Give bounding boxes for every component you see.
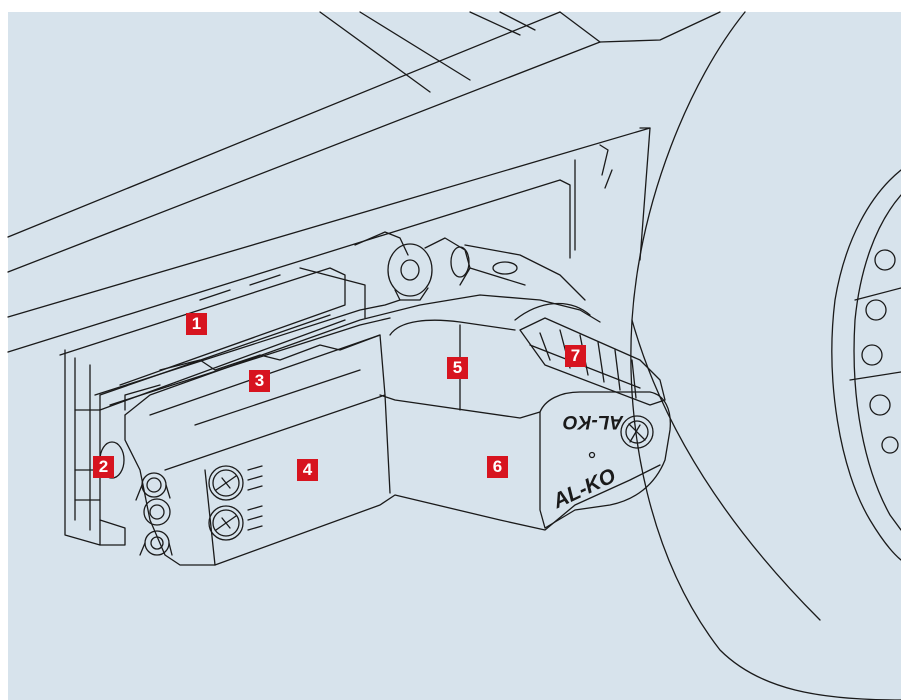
wheel	[630, 11, 901, 700]
callout-6: 6	[487, 456, 508, 478]
callout-3: 3	[249, 370, 270, 392]
end-cap	[539, 391, 671, 529]
callout-4: 4	[297, 459, 318, 481]
callout-2: 2	[93, 456, 114, 478]
pivot-joint	[354, 231, 586, 301]
control-panel	[99, 441, 263, 556]
callout-1: 1	[186, 313, 207, 335]
brand-logo: AL-KO	[548, 464, 619, 513]
mounting-bracket	[59, 267, 366, 546]
adjustment-rail	[94, 299, 401, 411]
callout-7: 7	[565, 345, 586, 367]
brand-logo-mirrored: AL-KO	[563, 411, 624, 432]
chassis-frame	[7, 11, 721, 353]
diagram-background	[8, 12, 901, 700]
callout-5: 5	[447, 357, 468, 379]
